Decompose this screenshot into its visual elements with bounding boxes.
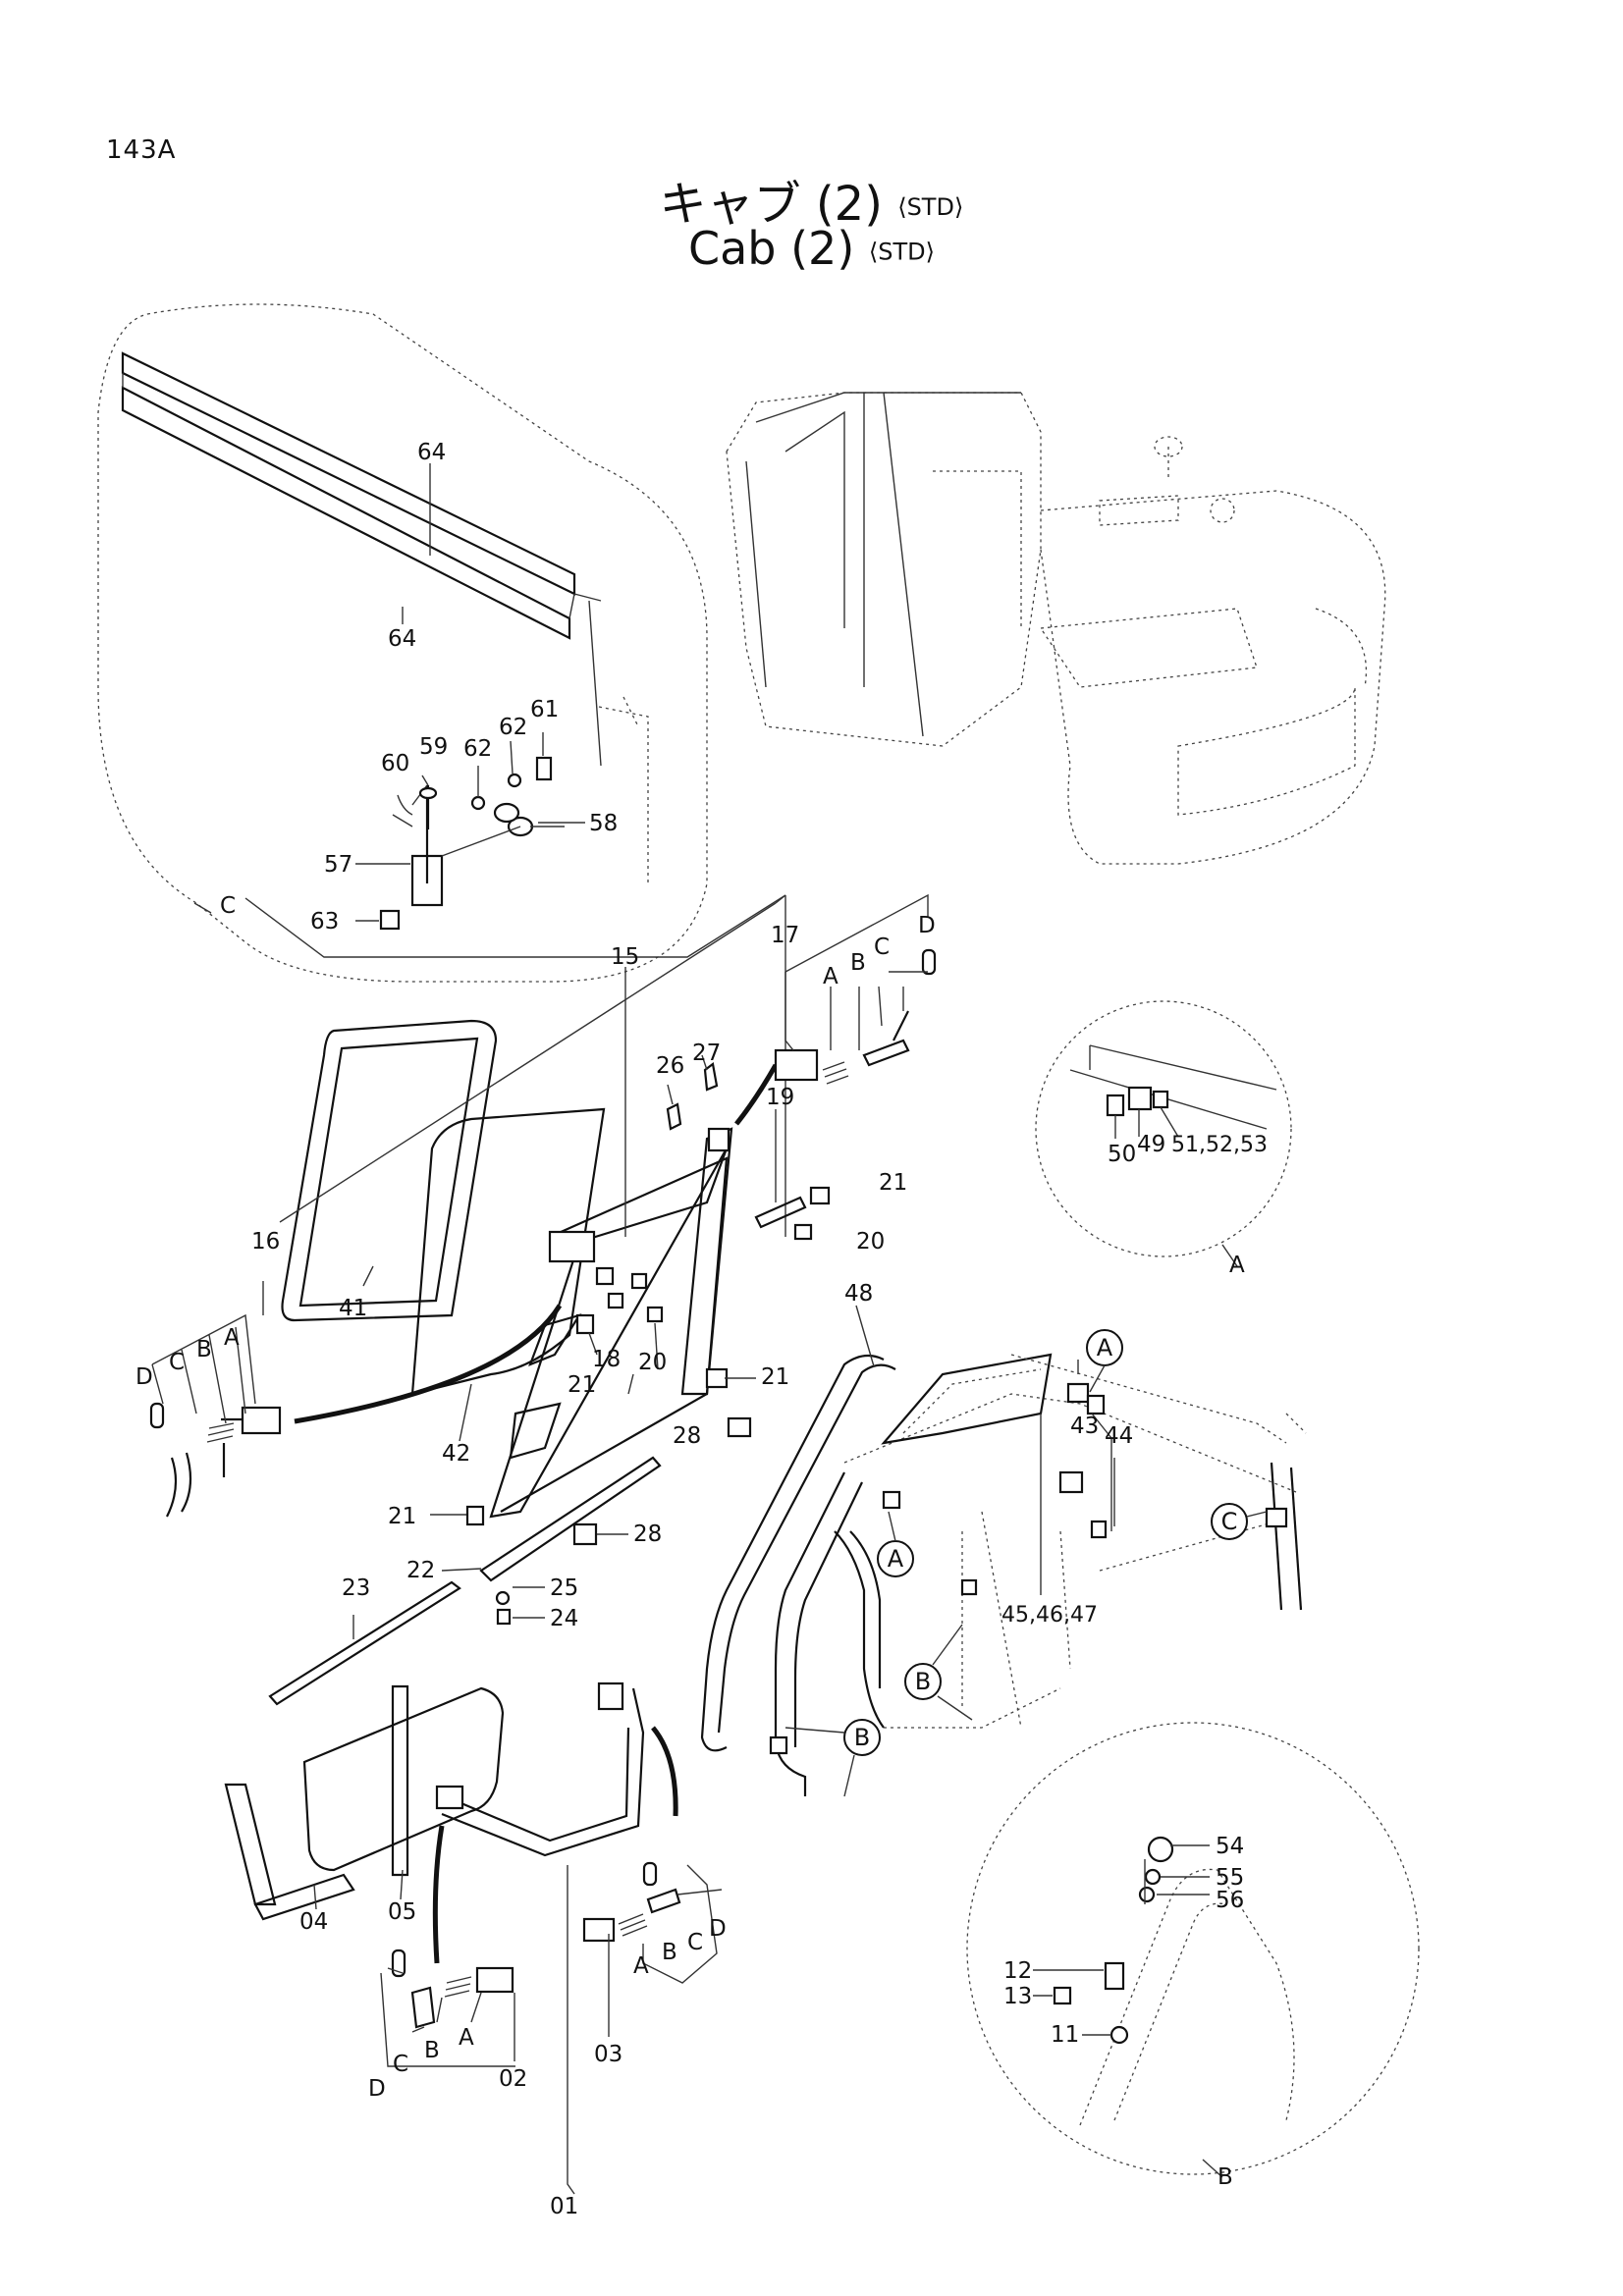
label-27: 27 [692, 1041, 721, 1066]
label-17-a: A [823, 964, 839, 989]
label-02-c: C [393, 2052, 408, 2077]
label-17-b: B [850, 950, 866, 976]
callout-c1-letter: C [1221, 1508, 1238, 1535]
label-03-a: A [633, 1953, 649, 1979]
callout-circle-b1 [904, 1663, 942, 1700]
label-62b: 62 [499, 715, 527, 740]
label-45-47: 45,46,47 [1001, 1603, 1098, 1628]
label-20b: 20 [638, 1350, 667, 1375]
label-28a: 28 [673, 1423, 701, 1449]
label-03: 03 [594, 2042, 622, 2067]
callout-a2-letter: A [888, 1545, 904, 1573]
label-59: 59 [419, 734, 448, 760]
label-01: 01 [550, 2194, 578, 2219]
label-15: 15 [611, 944, 639, 970]
callout-circle-b2 [843, 1719, 881, 1756]
door-assembly [149, 894, 937, 1706]
label-16: 16 [251, 1229, 280, 1255]
label-view-a: A [1229, 1253, 1245, 1278]
label-21a: 21 [879, 1170, 907, 1196]
label-58: 58 [589, 811, 618, 836]
cab-frame [700, 1353, 1307, 1796]
label-18: 18 [592, 1347, 621, 1372]
label-03-c: C [687, 1930, 703, 1955]
label-42: 42 [442, 1441, 470, 1467]
label-17-c: C [874, 934, 890, 960]
label-64b: 64 [388, 626, 416, 652]
label-21c: 21 [761, 1364, 789, 1390]
label-16-a: A [224, 1325, 240, 1351]
label-28b: 28 [633, 1522, 662, 1547]
leader-lines [151, 463, 1238, 2195]
title-japanese: キャブ (2) ⟨STD⟩ [0, 165, 1623, 234]
label-02: 02 [499, 2066, 527, 2092]
label-16-b: B [196, 1337, 212, 1362]
label-62a: 62 [463, 736, 492, 762]
label-54: 54 [1216, 1834, 1244, 1859]
label-02-d: D [368, 2076, 386, 2102]
label-56: 56 [1216, 1888, 1244, 1913]
label-51-53: 51,52,53 [1171, 1133, 1268, 1157]
label-17-d: D [918, 913, 936, 938]
label-60: 60 [381, 751, 409, 776]
label-05: 05 [388, 1899, 416, 1925]
detail-view-b [966, 1722, 1420, 2175]
label-43: 43 [1070, 1414, 1099, 1439]
label-64a: 64 [417, 440, 446, 465]
callout-circle-c1 [1211, 1503, 1248, 1540]
label-view-c: C [220, 893, 236, 919]
title-jp-text: キャブ (2) [659, 177, 883, 232]
label-25: 25 [550, 1575, 578, 1601]
title-english: Cab (2) ⟨STD⟩ [0, 222, 1623, 275]
label-02-a: A [459, 2025, 474, 2051]
label-17: 17 [771, 923, 799, 948]
label-23: 23 [342, 1575, 370, 1601]
label-26: 26 [656, 1053, 684, 1079]
label-21b: 21 [568, 1372, 596, 1398]
label-04: 04 [299, 1909, 328, 1935]
label-16-d: D [135, 1364, 153, 1390]
label-22: 22 [406, 1558, 435, 1583]
label-12: 12 [1003, 1958, 1032, 1984]
excavator-overview [726, 392, 1386, 865]
page-id: 143A [106, 135, 177, 165]
label-02-b: B [424, 2038, 440, 2063]
callout-b2-letter: B [854, 1724, 870, 1751]
callout-circles: A A B B C [784, 1329, 1268, 1797]
label-24: 24 [550, 1606, 578, 1631]
callout-b1-letter: B [915, 1668, 931, 1695]
label-11: 11 [1051, 2022, 1079, 2048]
label-41: 41 [339, 1296, 367, 1321]
label-03-d: D [709, 1916, 727, 1942]
variant-tag-en: ⟨STD⟩ [868, 238, 936, 266]
detail-view-a [1035, 1000, 1292, 1257]
label-44: 44 [1105, 1423, 1133, 1449]
label-13: 13 [1003, 1984, 1032, 2009]
label-16-c: C [169, 1350, 185, 1375]
part-labels: 64 64 59 60 62 62 61 58 57 63 C 15 17 A … [135, 440, 1268, 2219]
label-61: 61 [530, 697, 559, 722]
label-63: 63 [310, 909, 339, 934]
label-49: 49 [1137, 1132, 1165, 1157]
label-57: 57 [324, 852, 352, 878]
label-view-b: B [1217, 2164, 1233, 2190]
label-21d: 21 [388, 1504, 416, 1529]
label-50: 50 [1108, 1142, 1136, 1167]
label-48: 48 [844, 1281, 873, 1307]
label-55: 55 [1216, 1865, 1244, 1891]
window-assembly [224, 1682, 681, 2029]
label-03-b: B [662, 1940, 677, 1965]
title-en-text: Cab (2) [687, 222, 855, 275]
label-20a: 20 [856, 1229, 885, 1255]
callout-a1-letter: A [1097, 1334, 1113, 1362]
label-19: 19 [766, 1085, 794, 1110]
variant-tag-jp: ⟨STD⟩ [897, 193, 964, 221]
detail-view-c [97, 303, 708, 983]
